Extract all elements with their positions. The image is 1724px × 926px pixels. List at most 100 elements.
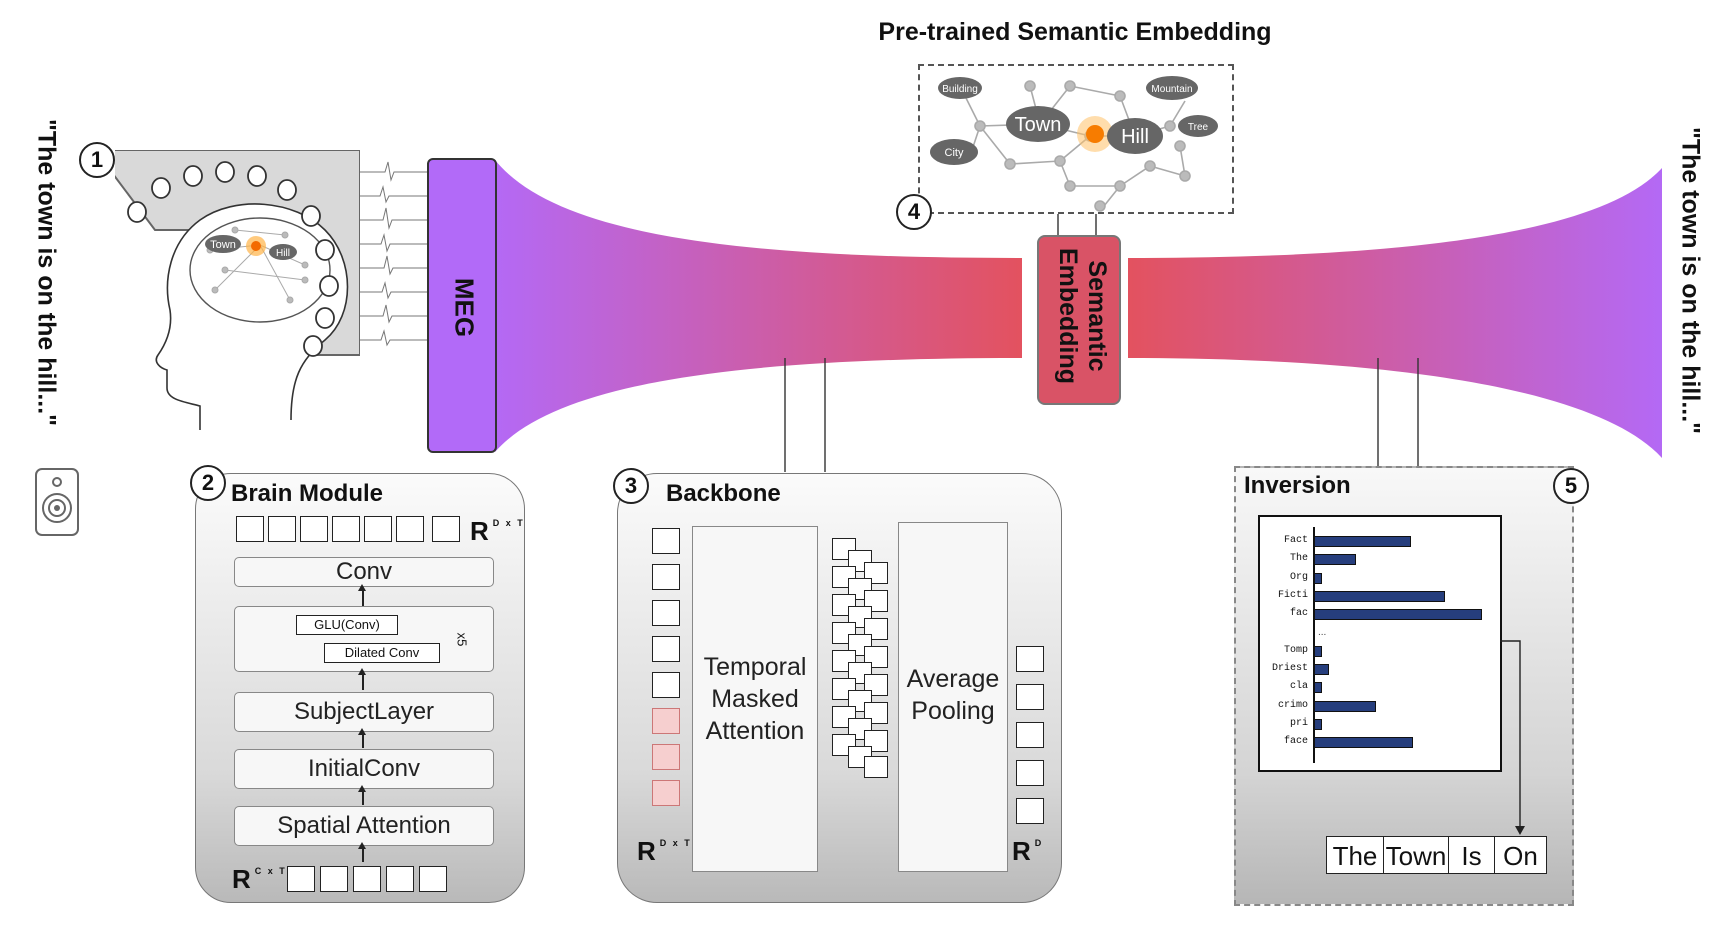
graph-word-city: City	[945, 147, 964, 159]
masked-token-cell	[652, 744, 680, 770]
bar-label: The	[1289, 553, 1308, 565]
arrow	[359, 842, 365, 862]
arrow	[359, 785, 365, 805]
probability-bar	[1314, 682, 1323, 694]
input-cell	[386, 866, 414, 892]
probability-bar	[1314, 554, 1356, 566]
probability-bar	[1314, 737, 1414, 749]
chart-axis	[1313, 527, 1315, 763]
pooled-cell	[1016, 760, 1044, 786]
token-cell	[652, 600, 680, 626]
bar-label: Ficti	[1277, 589, 1308, 601]
pooled-cell	[1016, 798, 1044, 824]
token-cell	[652, 672, 680, 698]
decode-arrow	[1500, 640, 1525, 835]
glu-conv-box: GLU(Conv)	[296, 615, 398, 635]
masked-token-cell	[652, 708, 680, 734]
output-cell	[332, 516, 360, 542]
probability-bar	[1314, 572, 1323, 584]
initial-conv-block: InitialConv	[234, 749, 494, 789]
spatial-attention-block: Spatial Attention	[234, 806, 494, 846]
right-funnel	[1128, 168, 1662, 458]
conv-block: Conv	[234, 557, 494, 587]
step-5-badge: 5	[1553, 468, 1589, 504]
probability-bar	[1314, 609, 1482, 621]
graph-word-mountain: Mountain	[1151, 84, 1192, 95]
inversion-title: Inversion	[1244, 472, 1351, 499]
semantic-embedding-block: Semantic Embedding	[1037, 235, 1121, 405]
decoded-token: Is	[1448, 836, 1495, 874]
input-cell	[320, 866, 348, 892]
meg-label: MEG	[449, 277, 480, 338]
graph-word-town: Town	[1015, 114, 1062, 136]
bar-label: cla	[1289, 681, 1308, 693]
masked-token-cell	[652, 780, 680, 806]
output-sentence: "The town is on the hill..."	[1676, 126, 1705, 435]
speaker-icon	[35, 468, 79, 536]
decoded-token: On	[1494, 836, 1547, 874]
step-2-badge: 2	[190, 465, 226, 501]
graph-word-hill: Hill	[1121, 126, 1149, 148]
average-pooling-label: Average Pooling	[906, 665, 1000, 725]
decoded-token: The	[1326, 836, 1384, 874]
temporal-masked-attention-block: Temporal Masked Attention	[692, 526, 818, 872]
meg-signal-traces	[345, 161, 428, 347]
token-cell	[652, 528, 680, 554]
token-cell	[652, 564, 680, 590]
brain-word-hill: Hill	[276, 248, 290, 259]
input-cell	[287, 866, 315, 892]
input-sentence: "The town is on the hill..."	[32, 118, 61, 427]
probability-bar	[1314, 719, 1323, 730]
dilated-conv-box: Dilated Conv	[324, 643, 440, 663]
temporal-masked-attention-label: Temporal Masked Attention	[703, 653, 807, 745]
semantic-embedding-label: Semantic Embedding	[1054, 247, 1111, 385]
brain-shape	[189, 217, 331, 323]
arrow	[359, 668, 365, 690]
probability-bar	[1314, 700, 1377, 712]
graph-word-tree: Tree	[1188, 122, 1209, 133]
stack-cell	[864, 756, 888, 778]
input-cell	[353, 866, 381, 892]
left-funnel	[495, 160, 1022, 452]
brain-module-title: Brain Module	[231, 480, 384, 507]
probability-bar	[1314, 536, 1412, 547]
output-cell	[268, 516, 296, 542]
bar-label: Org	[1289, 571, 1308, 583]
repeat-label: x5	[454, 632, 470, 647]
pretrained-title: Pre-trained Semantic Embedding	[878, 18, 1272, 46]
embedding-graph: Building Town Mountain City Hill Tree	[930, 76, 1218, 212]
token-cell	[652, 636, 680, 662]
bar-label: crimo	[1277, 699, 1308, 711]
step-4-badge: 4	[896, 194, 932, 230]
output-cell	[300, 516, 328, 542]
bar-label: fac	[1289, 608, 1308, 620]
subject-layer-block: SubjectLayer	[234, 692, 494, 732]
pooled-cell	[1016, 646, 1044, 672]
bar-label: Fact	[1283, 535, 1308, 546]
pooled-cell	[1016, 722, 1044, 748]
step-3-badge: 3	[613, 468, 649, 504]
backbone-title: Backbone	[666, 480, 781, 507]
bar-label: pri	[1289, 718, 1308, 729]
input-cell	[419, 866, 447, 892]
output-cell	[236, 516, 264, 542]
probability-bar	[1314, 664, 1330, 676]
graph-word-building: Building	[942, 84, 978, 95]
output-cell	[364, 516, 392, 542]
chart-ellipsis: ...	[1318, 627, 1327, 638]
pooled-cell	[1016, 684, 1044, 710]
probability-bar	[1314, 645, 1323, 657]
decoded-token: Town	[1383, 836, 1449, 874]
attention-stack	[832, 538, 892, 778]
bar-label: Driest	[1271, 663, 1308, 675]
head-with-meg-helmet: Town Hill	[115, 150, 360, 430]
bar-label: Tomp	[1283, 644, 1308, 656]
step-1-badge: 1	[79, 142, 115, 178]
output-cell	[396, 516, 424, 542]
